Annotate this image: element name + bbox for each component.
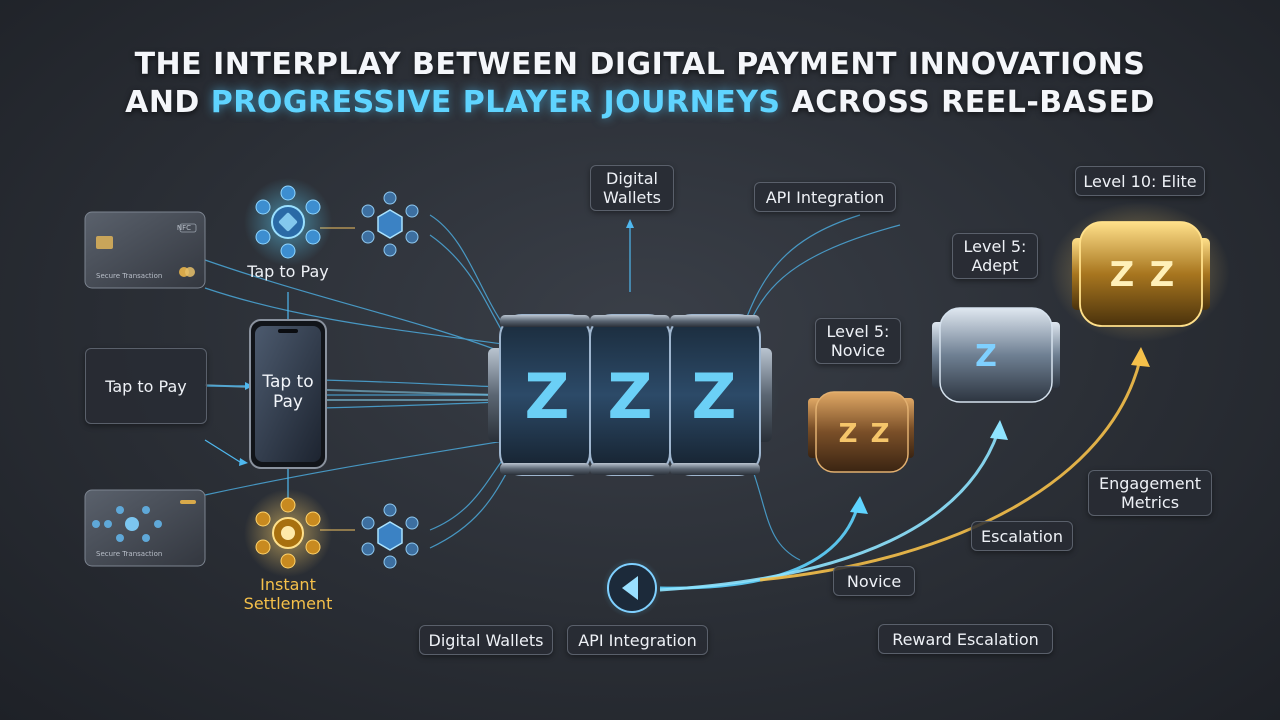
card-bottom-text: Secure Transaction	[96, 550, 162, 558]
reel-1	[499, 314, 591, 476]
tap-to-pay-label-top: Tap to Pay	[247, 262, 329, 281]
card-chip-label: NFC	[177, 224, 191, 232]
card-top: Secure Transaction NFC	[84, 211, 206, 289]
hex-network-icon-top	[361, 191, 419, 257]
node-network-icon-blue	[244, 178, 332, 266]
title-prefix: AND	[125, 85, 211, 120]
phone-label: Tap to Pay	[262, 372, 314, 412]
silver-reel-symbol: Z	[975, 339, 997, 374]
api-integration-top-box: API Integration	[754, 182, 896, 212]
reel-3	[669, 314, 761, 476]
title-suffix: ACROSS REEL-BASED	[780, 85, 1155, 120]
progression-arrowheads	[850, 347, 1150, 514]
node-network-icon-gold	[244, 489, 332, 577]
audio-icon	[602, 558, 662, 618]
level-adept-box: Level 5: Adept	[952, 233, 1038, 279]
engagement-metrics-box: Engagement Metrics	[1088, 470, 1212, 516]
gold-reel-symbol-2: Z	[1150, 255, 1175, 295]
smartphone-icon	[249, 319, 327, 469]
level-elite-box: Level 10: Elite	[1075, 166, 1205, 196]
bronze-reel: Z Z	[808, 391, 914, 473]
hex-network-icon-bottom	[361, 503, 419, 569]
api-integration-bottom-box: API Integration	[567, 625, 708, 655]
page-title: THE INTERPLAY BETWEEN DIGITAL PAYMENT IN…	[0, 46, 1280, 122]
bronze-reel-symbol-2: Z	[871, 419, 890, 449]
title-line-1: THE INTERPLAY BETWEEN DIGITAL PAYMENT IN…	[134, 47, 1146, 82]
gold-reel: Z Z	[1050, 202, 1230, 342]
silver-reel: Z	[932, 307, 1060, 403]
reel-3-symbol: Z	[692, 360, 737, 433]
escalation-box: Escalation	[971, 521, 1073, 551]
level-novice-box: Level 5: Novice	[815, 318, 901, 364]
reel-2	[589, 314, 671, 476]
title-line-2: AND PROGRESSIVE PLAYER JOURNEYS ACROSS R…	[0, 84, 1280, 122]
novice-box: Novice	[833, 566, 915, 596]
reel-2-symbol: Z	[608, 360, 653, 433]
reward-escalation-box: Reward Escalation	[878, 624, 1053, 654]
tap-to-pay-box: Tap to Pay	[85, 348, 207, 424]
card-bottom: Secure Transaction	[84, 489, 206, 567]
card-top-text: Secure Transaction	[96, 272, 162, 280]
reel-1-symbol: Z	[525, 360, 570, 433]
main-reel-machine: Z Z Z	[480, 314, 780, 476]
title-highlight: PROGRESSIVE PLAYER JOURNEYS	[210, 85, 781, 120]
digital-wallets-top-box: Digital Wallets	[590, 165, 674, 211]
gold-reel-symbol-1: Z	[1110, 255, 1135, 295]
bronze-reel-symbol-1: Z	[839, 419, 858, 449]
digital-wallets-bottom-box: Digital Wallets	[419, 625, 553, 655]
instant-settlement-label: Instant Settlement	[243, 575, 333, 613]
